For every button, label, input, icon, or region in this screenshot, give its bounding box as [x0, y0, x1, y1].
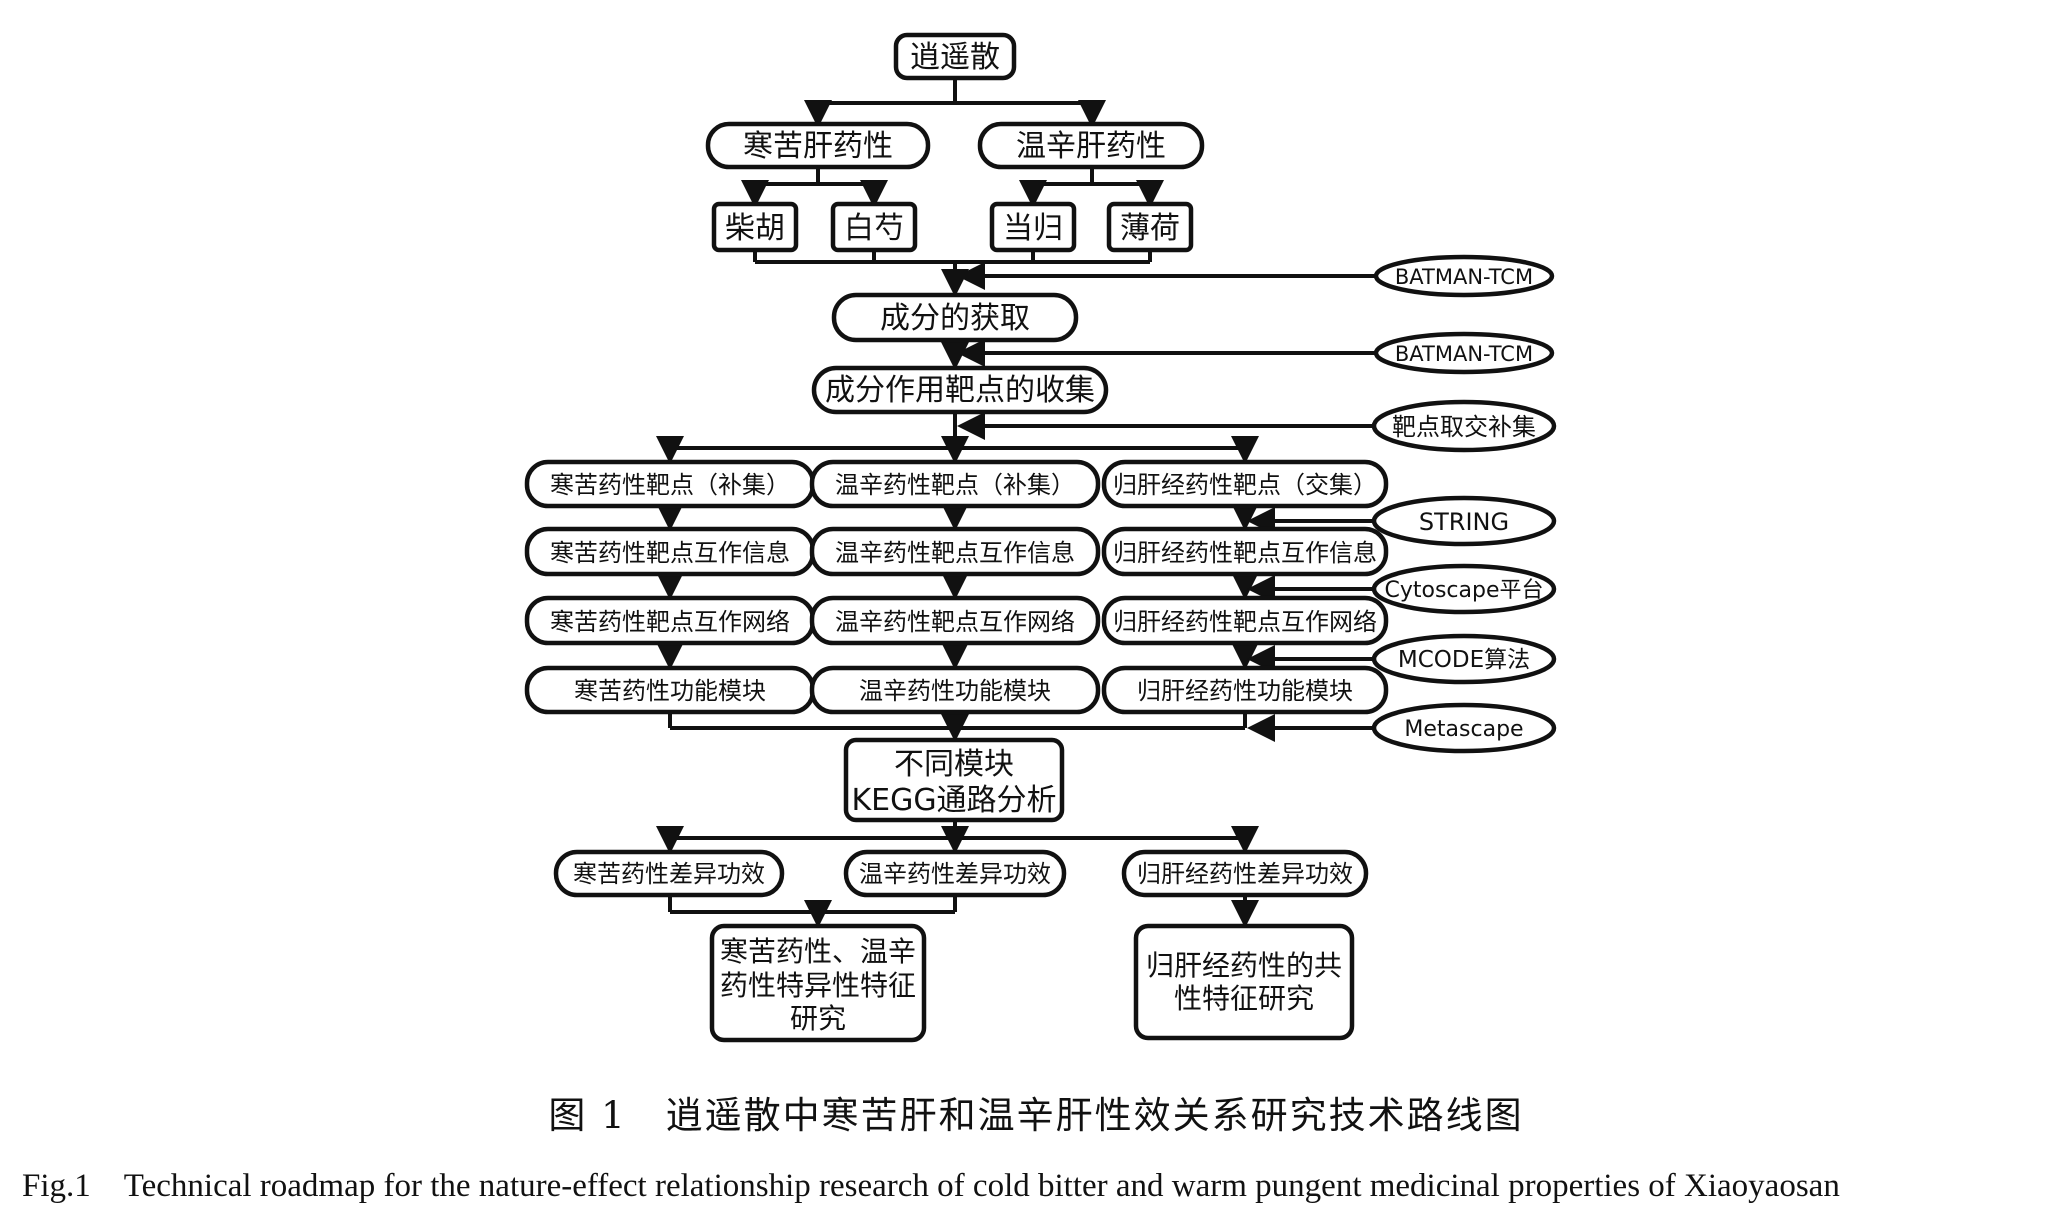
- warm-ppi-network-label: 温辛药性靶点互作网络: [835, 608, 1075, 636]
- liver-targets-node: 归肝经药性靶点（交集）: [1101, 459, 1389, 509]
- cold-property-node: 寒苦肝药性: [705, 121, 931, 170]
- cold-ppi-network-label: 寒苦药性靶点互作网络: [550, 608, 790, 636]
- warm-targets-node: 温辛药性靶点（补集）: [809, 459, 1101, 509]
- tool-string: STRING: [1371, 495, 1557, 547]
- liver-ppi-info-node: 归肝经药性靶点互作信息: [1101, 526, 1389, 577]
- warm-property-label: 温辛肝药性: [1016, 129, 1166, 164]
- warm-effect-node: 温辛药性差异功效: [843, 849, 1067, 898]
- target-collection-label: 成分作用靶点的收集: [825, 373, 1095, 408]
- liver-module-label: 归肝经药性功能模块: [1137, 677, 1353, 705]
- specific-feature-study-line3: 研究: [790, 1002, 846, 1035]
- herb-danggui-node: 当归: [989, 201, 1077, 253]
- liver-ppi-info-label: 归肝经药性靶点互作信息: [1113, 539, 1377, 567]
- warm-ppi-info-label: 温辛药性靶点互作信息: [835, 539, 1075, 567]
- cold-property-label: 寒苦肝药性: [743, 129, 893, 164]
- cold-effect-node: 寒苦药性差异功效: [553, 849, 785, 898]
- specific-feature-study-line2: 药性特异性特征: [720, 969, 916, 1002]
- edges: [656, 78, 1376, 928]
- tool-metascape: Metascape: [1371, 702, 1557, 754]
- liver-effect-node: 归肝经药性差异功效: [1121, 849, 1369, 898]
- herb-baishao-label: 白芍: [844, 211, 904, 246]
- tool-cytoscape: Cytoscape平台: [1371, 563, 1557, 615]
- figure-caption-english: Fig.1 Technical roadmap for the nature-e…: [22, 1168, 1840, 1204]
- warm-module-node: 温辛药性功能模块: [809, 665, 1101, 715]
- herb-danggui-label: 当归: [1003, 211, 1063, 246]
- common-feature-study-line1: 归肝经药性的共: [1146, 949, 1342, 982]
- cold-ppi-network-node: 寒苦药性靶点互作网络: [524, 595, 816, 646]
- liver-module-node: 归肝经药性功能模块: [1101, 665, 1389, 715]
- common-feature-study-node: 归肝经药性的共 性特征研究: [1133, 923, 1355, 1041]
- kegg-analysis-line1: 不同模块: [894, 747, 1014, 782]
- common-feature-study-line2: 性特征研究: [1174, 982, 1314, 1015]
- cold-effect-label: 寒苦药性差异功效: [573, 860, 765, 888]
- cold-module-node: 寒苦药性功能模块: [524, 665, 816, 715]
- liver-effect-label: 归肝经药性差异功效: [1137, 860, 1353, 888]
- specific-feature-study-node: 寒苦药性、温辛 药性特异性特征 研究: [709, 923, 927, 1043]
- tool-string-label: STRING: [1419, 508, 1509, 536]
- root-label: 逍遥散: [910, 40, 1000, 75]
- cold-ppi-info-node: 寒苦药性靶点互作信息: [524, 526, 816, 577]
- tool-metascape-label: Metascape: [1404, 717, 1523, 742]
- warm-ppi-network-node: 温辛药性靶点互作网络: [809, 595, 1101, 646]
- tool-intersection: 靶点取交补集: [1371, 399, 1557, 453]
- tool-mcode-label: MCODE算法: [1398, 647, 1530, 673]
- warm-module-label: 温辛药性功能模块: [859, 677, 1051, 705]
- kegg-analysis-node: 不同模块 KEGG通路分析: [843, 737, 1065, 823]
- cold-ppi-info-label: 寒苦药性靶点互作信息: [550, 539, 790, 567]
- herb-bohe-label: 薄荷: [1120, 211, 1180, 246]
- liver-targets-label: 归肝经药性靶点（交集）: [1113, 471, 1377, 499]
- tool-intersection-label: 靶点取交补集: [1392, 413, 1536, 441]
- ingredient-acquisition-node: 成分的获取: [831, 292, 1079, 343]
- herb-chaihu-label: 柴胡: [725, 211, 785, 246]
- liver-ppi-network-label: 归肝经药性靶点互作网络: [1113, 608, 1377, 636]
- warm-targets-label: 温辛药性靶点（补集）: [835, 471, 1075, 499]
- warm-property-node: 温辛肝药性: [977, 121, 1205, 170]
- herb-bohe-node: 薄荷: [1106, 201, 1194, 253]
- tool-batman-tcm-1-label: BATMAN-TCM: [1395, 265, 1533, 289]
- kegg-analysis-line2: KEGG通路分析: [851, 783, 1056, 818]
- ingredient-acquisition-label: 成分的获取: [880, 301, 1030, 336]
- herb-baishao-node: 白芍: [830, 201, 918, 253]
- cold-module-label: 寒苦药性功能模块: [574, 677, 766, 705]
- target-collection-node: 成分作用靶点的收集: [811, 365, 1109, 415]
- tool-cytoscape-label: Cytoscape平台: [1384, 578, 1543, 603]
- tool-batman-tcm-1: BATMAN-TCM: [1373, 254, 1555, 298]
- liver-ppi-network-node: 归肝经药性靶点互作网络: [1101, 595, 1389, 646]
- tool-mcode: MCODE算法: [1371, 633, 1557, 685]
- tool-batman-tcm-2-label: BATMAN-TCM: [1395, 342, 1533, 366]
- figure-caption-chinese: 图 1 逍遥散中寒苦肝和温辛肝性效关系研究技术路线图: [548, 1094, 1524, 1137]
- tool-batman-tcm-2: BATMAN-TCM: [1373, 331, 1555, 375]
- specific-feature-study-line1: 寒苦药性、温辛: [720, 935, 916, 968]
- herb-chaihu-node: 柴胡: [711, 201, 799, 253]
- root-node: 逍遥散: [893, 32, 1017, 81]
- warm-ppi-info-node: 温辛药性靶点互作信息: [809, 526, 1101, 577]
- cold-targets-label: 寒苦药性靶点（补集）: [550, 471, 790, 499]
- warm-effect-label: 温辛药性差异功效: [859, 860, 1051, 888]
- cold-targets-node: 寒苦药性靶点（补集）: [524, 459, 816, 509]
